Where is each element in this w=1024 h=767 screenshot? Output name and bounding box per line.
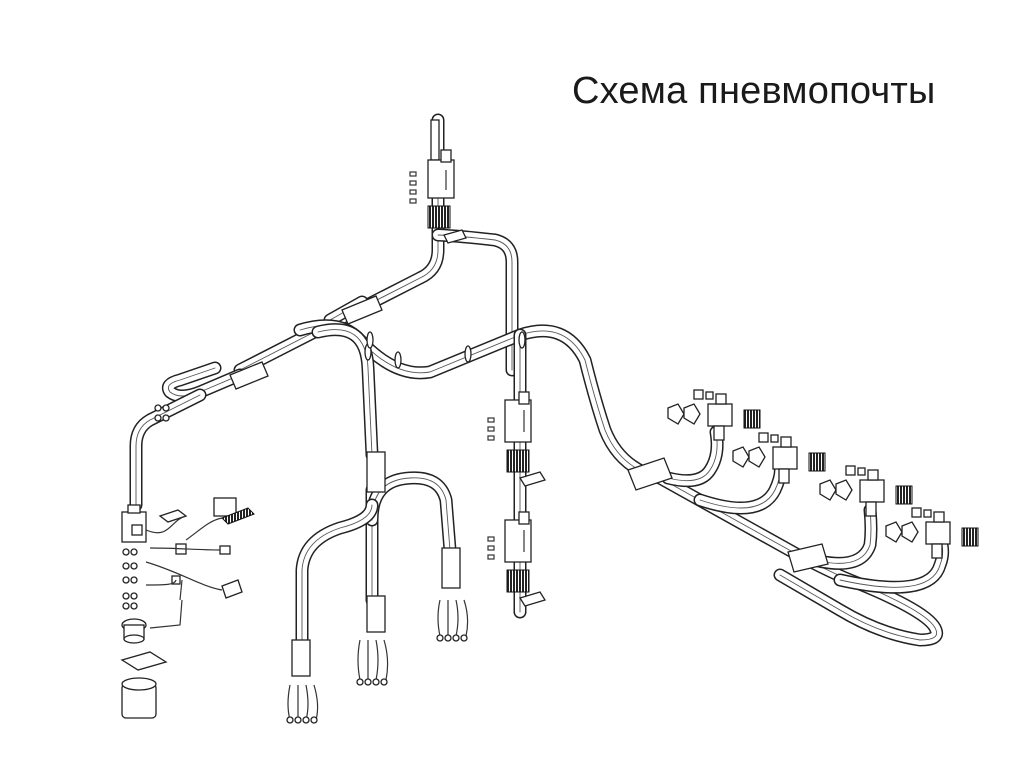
receiving-station-4: [885, 507, 979, 559]
pipe-segment-13: [667, 431, 718, 482]
middle-station-lower: [487, 511, 547, 607]
pipe-coupling-4: [518, 331, 526, 349]
right-stations: [667, 389, 979, 559]
pipe-segment-11: [301, 504, 373, 643]
pipe-segment-15: [799, 509, 872, 564]
receiving-station-3: [819, 465, 913, 517]
pipe-segment-1: [239, 119, 439, 371]
pipe-coupling-5: [366, 331, 374, 349]
pipe-coupling-2: [394, 351, 402, 369]
pipe-coupling-3: [464, 345, 472, 363]
top-station: [409, 119, 467, 244]
receiving-station-1: [667, 389, 761, 441]
left-blower-assembly: [120, 404, 255, 719]
pipe-network: [129, 113, 950, 649]
middle-station-upper: [487, 391, 547, 487]
lower-riser-terminals: [286, 451, 469, 724]
pipe-segment-5: [135, 394, 201, 506]
pipe-segment-16: [839, 544, 944, 588]
slide-title: Схема пневмопочты: [572, 70, 936, 112]
pipe-segment-6: [295, 320, 665, 483]
junction-boxes: [229, 295, 829, 573]
pipe-segment-8: [317, 329, 373, 456]
receiving-station-2: [732, 432, 826, 484]
pipe-segment-11: [297, 500, 377, 647]
